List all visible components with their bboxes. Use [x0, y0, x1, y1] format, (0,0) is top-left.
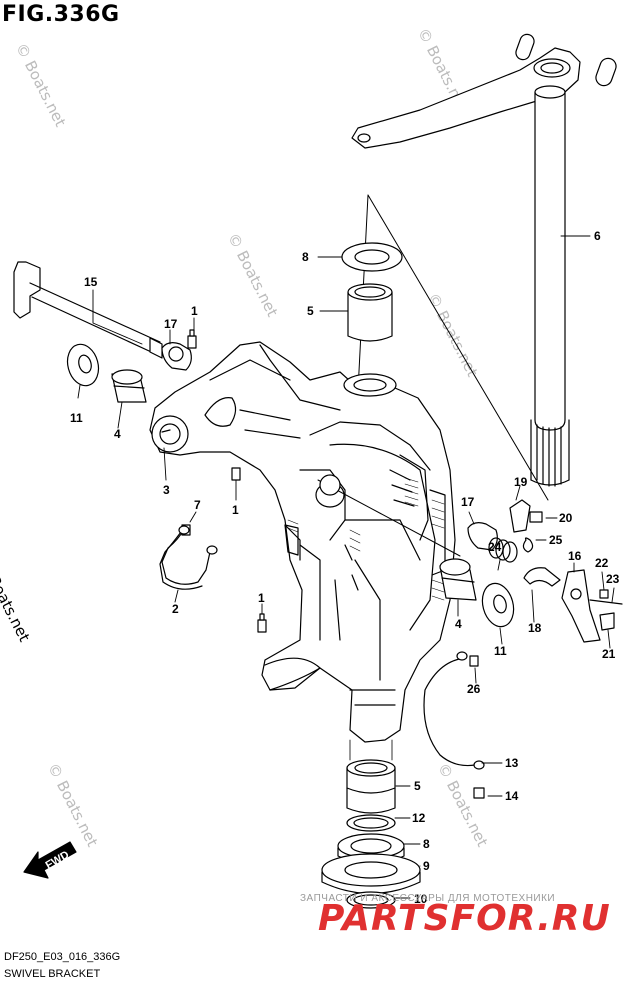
callout-label: 20	[559, 511, 573, 525]
fwd-label: FWD	[44, 849, 72, 872]
callout-label: 14	[505, 789, 519, 803]
callout-label: 7	[194, 498, 201, 512]
swivel-bracket-body	[149, 341, 456, 743]
callout-label: 24	[488, 540, 502, 554]
ground-wire-part	[159, 525, 218, 590]
callout-label: 26	[467, 682, 481, 696]
callout-label: 13	[505, 756, 519, 770]
fwd-arrow-icon	[23, 841, 77, 879]
figure-title: FIG.336G	[2, 2, 120, 27]
callout-label: 19	[514, 475, 528, 489]
callout-label: 12	[412, 811, 426, 825]
callout-label: 23	[606, 572, 620, 586]
callout-label: 9	[423, 859, 430, 873]
callout-label: 4	[114, 427, 121, 441]
steering-shaft-part	[351, 33, 617, 487]
callout-label: 17	[164, 317, 178, 331]
callout-label: 18	[528, 621, 542, 635]
tilt-tube-part	[13, 261, 163, 359]
callout-label: 11	[70, 411, 83, 425]
callout-label: 22	[595, 556, 609, 570]
figure-name: SWIVEL BRACKET	[4, 968, 101, 980]
callout-label: 1	[232, 503, 239, 517]
callout-label: 25	[549, 533, 563, 547]
callout-label: 3	[163, 483, 170, 497]
callout-label: 4	[455, 617, 462, 631]
callout-label: 6	[594, 229, 601, 243]
callout-label: 21	[602, 647, 616, 661]
callout-label: 8	[302, 250, 309, 264]
callout-label: 8	[423, 837, 430, 851]
callout-label: 16	[568, 549, 582, 563]
figure-code: DF250_E03_016_336G	[4, 951, 121, 963]
callout-label: 1	[191, 304, 198, 318]
callout-label: 5	[307, 304, 314, 318]
callout-label: 11	[494, 644, 507, 658]
callout-label: 15	[84, 275, 98, 289]
partsfor-tagline: ЗАПЧАСТИ И АКСЕССУАРЫ ДЛЯ МОТОТЕХНИКИ	[300, 893, 556, 904]
partsfor-logo: PARTSFOR.RU	[318, 898, 611, 939]
callout-label: 5	[414, 779, 421, 793]
callout-label: 10	[414, 892, 428, 906]
callout-label: 17	[461, 495, 475, 509]
callout-label: 1	[258, 591, 265, 605]
callout-label: 2	[172, 602, 179, 616]
